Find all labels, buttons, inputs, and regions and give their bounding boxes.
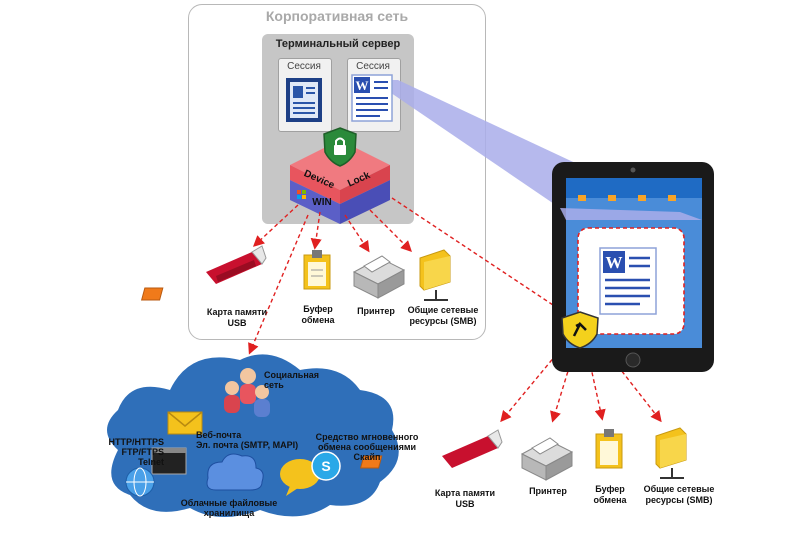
tablet-shield-icon <box>561 311 599 349</box>
svg-text:W: W <box>356 78 369 93</box>
cloud-label-im: Средство мгновенного обмена сообщениями … <box>315 432 419 462</box>
cloud-label-social: Социальная сеть <box>264 370 320 390</box>
reader-app-icon <box>286 78 322 122</box>
network-folder-icon <box>419 249 451 301</box>
session-2-label: Сессия <box>356 61 390 72</box>
tablet-session-window: W <box>577 227 685 335</box>
word-document-icon: W <box>351 74 393 122</box>
cloud-label-webmail: Веб-почта Эл. почта (SMTP, MAPI) <box>196 430 299 450</box>
cloud-storage-icon <box>206 453 264 491</box>
session-1-label: Сессия <box>287 61 321 72</box>
server-device-label-printer: Принтер <box>357 306 395 316</box>
tablet-device-label-clipboard: Буфер обмена <box>593 484 627 505</box>
tablet-printer-icon <box>520 437 574 481</box>
cloud-label-storage: Облачные файловые хранилища <box>180 498 278 518</box>
clipboard-icon <box>303 250 331 290</box>
devicelock-os-label: WIN <box>312 197 331 208</box>
server-device-label-clipboard: Буфер обмена <box>301 304 335 325</box>
terminal-window-icon <box>151 447 187 475</box>
tablet-network-folder-icon <box>655 427 687 479</box>
corporate-network-title: Корпоративная сеть <box>265 8 409 24</box>
skype-icon: S <box>311 451 341 481</box>
printer-icon <box>352 255 406 299</box>
svg-text:W: W <box>606 253 623 272</box>
server-device-label-smb: Общие сетевые ресурсы (SMB) <box>407 305 479 326</box>
tablet-device-label-usb: Карта памяти USB <box>434 488 496 509</box>
usb-drive-icon <box>140 245 267 301</box>
tablet-device-label-smb: Общие сетевые ресурсы (SMB) <box>643 484 715 505</box>
server-device-arrows <box>248 197 571 355</box>
svg-text:S: S <box>321 458 330 474</box>
chat-bubble-icon <box>280 459 320 496</box>
devicelock-shield-icon <box>323 127 357 167</box>
cloud-label-protocols: HTTP/HTTPS FTP/FTPS Telnet <box>108 437 165 467</box>
social-network-icon <box>224 368 270 417</box>
terminal-server-title: Терминальный сервер <box>275 38 401 50</box>
server-device-label-usb: Карта памяти USB <box>206 307 268 328</box>
tablet-device-label-printer: Принтер <box>529 486 567 496</box>
email-envelope-icon <box>167 411 203 435</box>
projection-beam-tail <box>560 208 702 220</box>
tablet-clipboard-icon <box>595 429 623 469</box>
globe-icon <box>125 467 155 497</box>
tablet-usb-drive-icon <box>359 429 503 469</box>
